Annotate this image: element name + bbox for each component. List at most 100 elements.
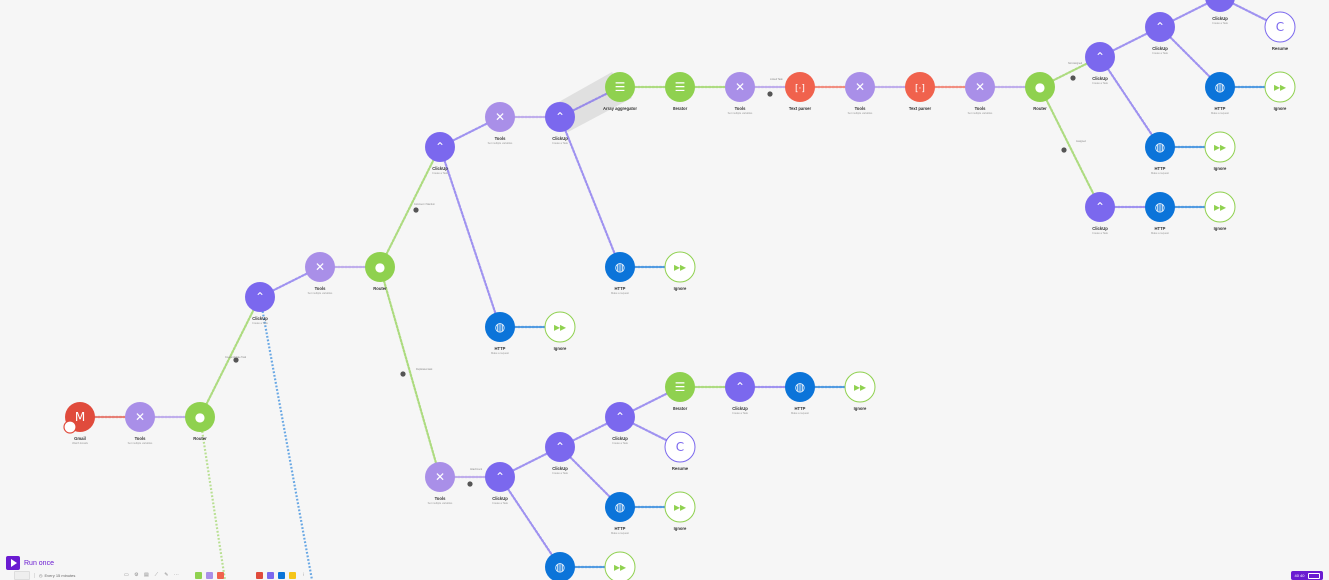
clickup-icon: ⌃ (495, 470, 505, 484)
connection-line[interactable] (558, 115, 622, 269)
iterator-module[interactable]: ☰Iterator (665, 72, 695, 111)
route-label[interactable]: Create/Update Task (225, 356, 247, 359)
http-app-icon[interactable] (278, 571, 286, 579)
ignore-module[interactable]: ▸▸Ignore (664, 491, 696, 531)
trigger-clock-icon[interactable] (63, 420, 77, 434)
scheduling-toggle[interactable] (14, 570, 30, 580)
route-label[interactable]: Not Assigned (1068, 62, 1083, 65)
filter-icon[interactable] (400, 371, 406, 377)
connection-line[interactable] (198, 295, 262, 419)
ignore-module[interactable]: ▸▸Ignore (1264, 71, 1296, 111)
filter-icon[interactable] (467, 481, 473, 487)
settings-icon[interactable]: ⚙ (134, 572, 139, 578)
array-aggregator-module[interactable]: ☰Array aggregator (603, 72, 637, 111)
router-module[interactable]: ●Router (1025, 72, 1055, 111)
route-label[interactable]: Assigned (1076, 140, 1087, 143)
route-label[interactable]: Duplicated task (416, 368, 433, 371)
route-label[interactable]: Attachment (470, 468, 482, 471)
module-circle (725, 372, 755, 402)
connection-line[interactable] (258, 296, 314, 580)
connection-line[interactable] (1038, 85, 1102, 209)
text-parser-icon[interactable] (217, 571, 225, 579)
favorites-icon[interactable] (289, 571, 297, 579)
add-app-icon[interactable]: ⁝ (302, 572, 305, 578)
text-parser-module[interactable]: [·]Text parser (785, 72, 815, 111)
auto-align-icon[interactable]: ⟋ (154, 572, 159, 578)
clickup-app-icon[interactable] (267, 571, 275, 579)
route-label[interactable]: Linked Task (770, 78, 783, 81)
schedule-setting[interactable]: ◷ Every 15 minutes (34, 572, 75, 578)
ignore-module[interactable]: ▸▸Ignore (544, 311, 576, 351)
zoom-control[interactable]: 40 40 (1291, 571, 1323, 580)
connection-line[interactable] (378, 265, 442, 479)
ignore-module[interactable]: ▸▸Ignore (1204, 131, 1236, 171)
ignore-module[interactable]: ▸▸Ignore (664, 251, 696, 291)
connection-line[interactable] (1098, 55, 1162, 149)
router-module[interactable]: ●Router (365, 252, 395, 291)
notes-icon[interactable]: ▤ (144, 572, 149, 578)
ignore-icon: ▸▸ (554, 320, 566, 334)
run-once-button[interactable]: Run once (6, 556, 54, 570)
text-parser-icon: [·] (915, 84, 925, 94)
explain-flow-icon[interactable]: ✎ (164, 572, 169, 578)
router-module[interactable]: ●Router (185, 402, 215, 441)
filter-icon[interactable] (413, 207, 419, 213)
ignore-module[interactable]: ▸▸Ignore (1204, 191, 1236, 231)
module-sublabel: Make a request (491, 351, 509, 355)
connection-line[interactable] (378, 145, 442, 269)
route-label[interactable]: Comment / Mention (414, 203, 436, 206)
flow-control-icon[interactable] (195, 571, 203, 579)
router-icon: ● (1035, 80, 1045, 94)
tools-icon[interactable] (206, 571, 214, 579)
connection-line[interactable] (198, 416, 227, 580)
ignore-module[interactable]: ▸▸Ignore (844, 371, 876, 411)
filter-icon[interactable] (767, 91, 773, 97)
connection-line[interactable] (498, 475, 562, 569)
filter-icon[interactable] (233, 357, 239, 363)
filter-icon[interactable] (1061, 147, 1067, 153)
more-icon[interactable]: ⋯ (173, 572, 179, 578)
connection-line[interactable] (438, 145, 502, 329)
module-sublabel: Set multiple variables (848, 111, 873, 115)
module-sublabel: Make a request (611, 531, 629, 535)
module-label: Array aggregator (603, 106, 637, 111)
http-icon: ◍ (795, 380, 806, 394)
filter-icon[interactable] (1070, 75, 1076, 81)
iterator-module[interactable]: ☰Iterator (665, 372, 695, 411)
gmail-app-icon[interactable] (256, 571, 264, 579)
save-icon[interactable]: ▭ (124, 572, 129, 578)
module-label: Router (193, 436, 207, 441)
text-parser-module[interactable]: [·]Text parser (905, 72, 935, 111)
ignore-module[interactable]: ▸▸Ignore (604, 551, 636, 580)
module-sublabel: Make a request (791, 411, 809, 415)
